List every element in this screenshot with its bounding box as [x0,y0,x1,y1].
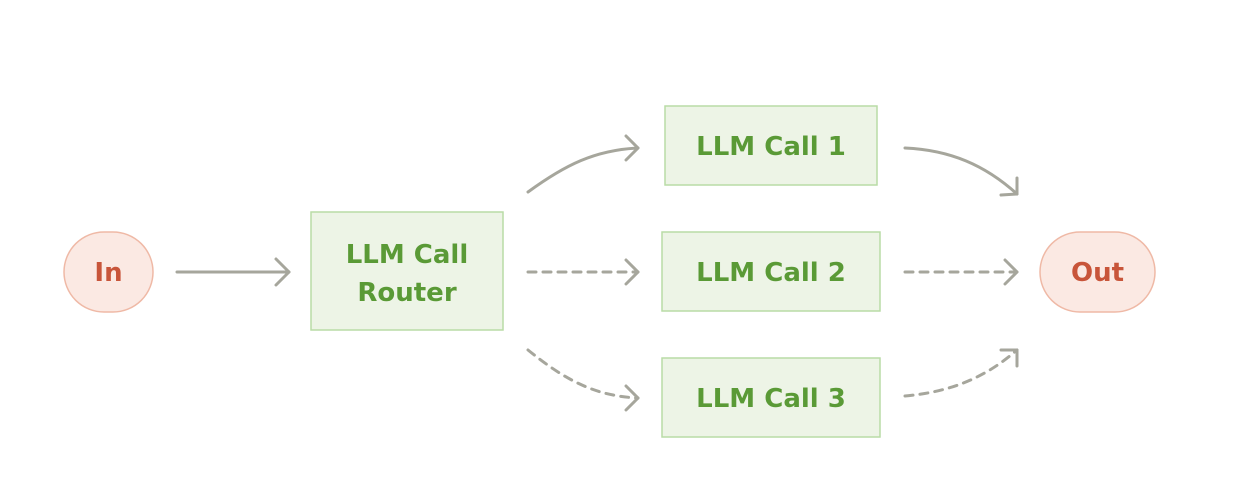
node-call2-shape [661,231,881,312]
edge-call2-to-out [903,258,1019,286]
node-call3: LLM Call 3 [661,357,881,438]
node-router-shape [310,211,504,331]
node-call2: LLM Call 2 [661,231,881,312]
node-call2-label: LLM Call 2 [696,258,846,288]
node-out: Out [1039,231,1156,313]
edge-router-to-call3 [526,348,640,412]
node-router: LLM Call Router [310,211,504,331]
node-in-shape [63,231,154,313]
edge-call1-to-out [903,146,1019,197]
node-out-shape [1039,231,1156,313]
node-call3-shape [661,357,881,438]
edges [175,134,1019,412]
edge-router-to-call1 [526,134,640,194]
node-in-label: In [94,258,122,288]
node-call3-label: LLM Call 3 [696,384,846,414]
edge-router-to-call2 [526,258,640,286]
node-out-label: Out [1071,258,1124,288]
node-call1-label: LLM Call 1 [696,132,846,162]
node-call1-shape [664,105,878,186]
node-call1: LLM Call 1 [664,105,878,186]
node-in: In [63,231,154,313]
node-router-label-line1: LLM Call [346,240,469,270]
edge-call3-to-out [903,348,1019,398]
node-router-label-line2: Router [357,278,456,308]
edge-in-to-router [175,257,291,287]
